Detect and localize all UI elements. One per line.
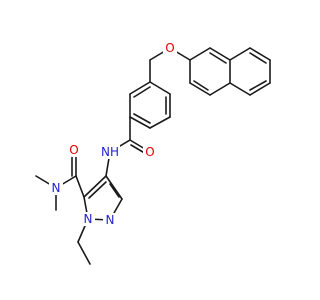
pyrazole-n1-text: N (84, 212, 93, 226)
pyrazole-n1-label: N (81, 212, 95, 226)
molecule-structure: O O NH O N N N (35, 41, 271, 265)
carboxamide-oxygen-text: O (69, 143, 78, 157)
molecule-canvas: O O NH O N N N (35, 41, 271, 265)
bond (209, 47, 231, 61)
bond (209, 82, 231, 96)
benzamide-oxygen-text: O (145, 145, 154, 159)
pyrazole-n2-text: N (106, 213, 115, 227)
bond (75, 175, 85, 198)
bond (249, 47, 271, 61)
bond (193, 80, 209, 91)
bond (189, 47, 211, 61)
bond (249, 82, 271, 96)
pyrazole-n2-label: N (103, 213, 117, 227)
bond (109, 183, 120, 198)
carboxamide-oxygen-label: O (67, 143, 81, 157)
benzamide-oxygen-label: O (143, 145, 157, 159)
bond (105, 175, 123, 200)
bond (149, 116, 171, 129)
dimethyl-nitrogen-text: N (52, 181, 61, 195)
bond (133, 86, 151, 98)
bond (77, 241, 91, 265)
amide-nh-text: NH (101, 145, 119, 159)
bond (129, 116, 151, 129)
bond (209, 52, 227, 64)
bond (129, 81, 151, 95)
ether-oxygen-label: O (163, 41, 177, 55)
ether-oxygen-text: O (165, 41, 174, 55)
bond (229, 47, 251, 61)
bond (83, 175, 107, 198)
bond (149, 81, 171, 95)
bond (229, 82, 251, 96)
bond (88, 181, 107, 199)
bond (133, 113, 151, 124)
bond (249, 52, 267, 64)
amide-nh-label: NH (98, 145, 120, 159)
atom-labels: O O NH O N N N (49, 41, 177, 227)
dimethyl-nitrogen-label: N (49, 181, 63, 195)
bond (189, 82, 211, 96)
bond (249, 80, 267, 91)
